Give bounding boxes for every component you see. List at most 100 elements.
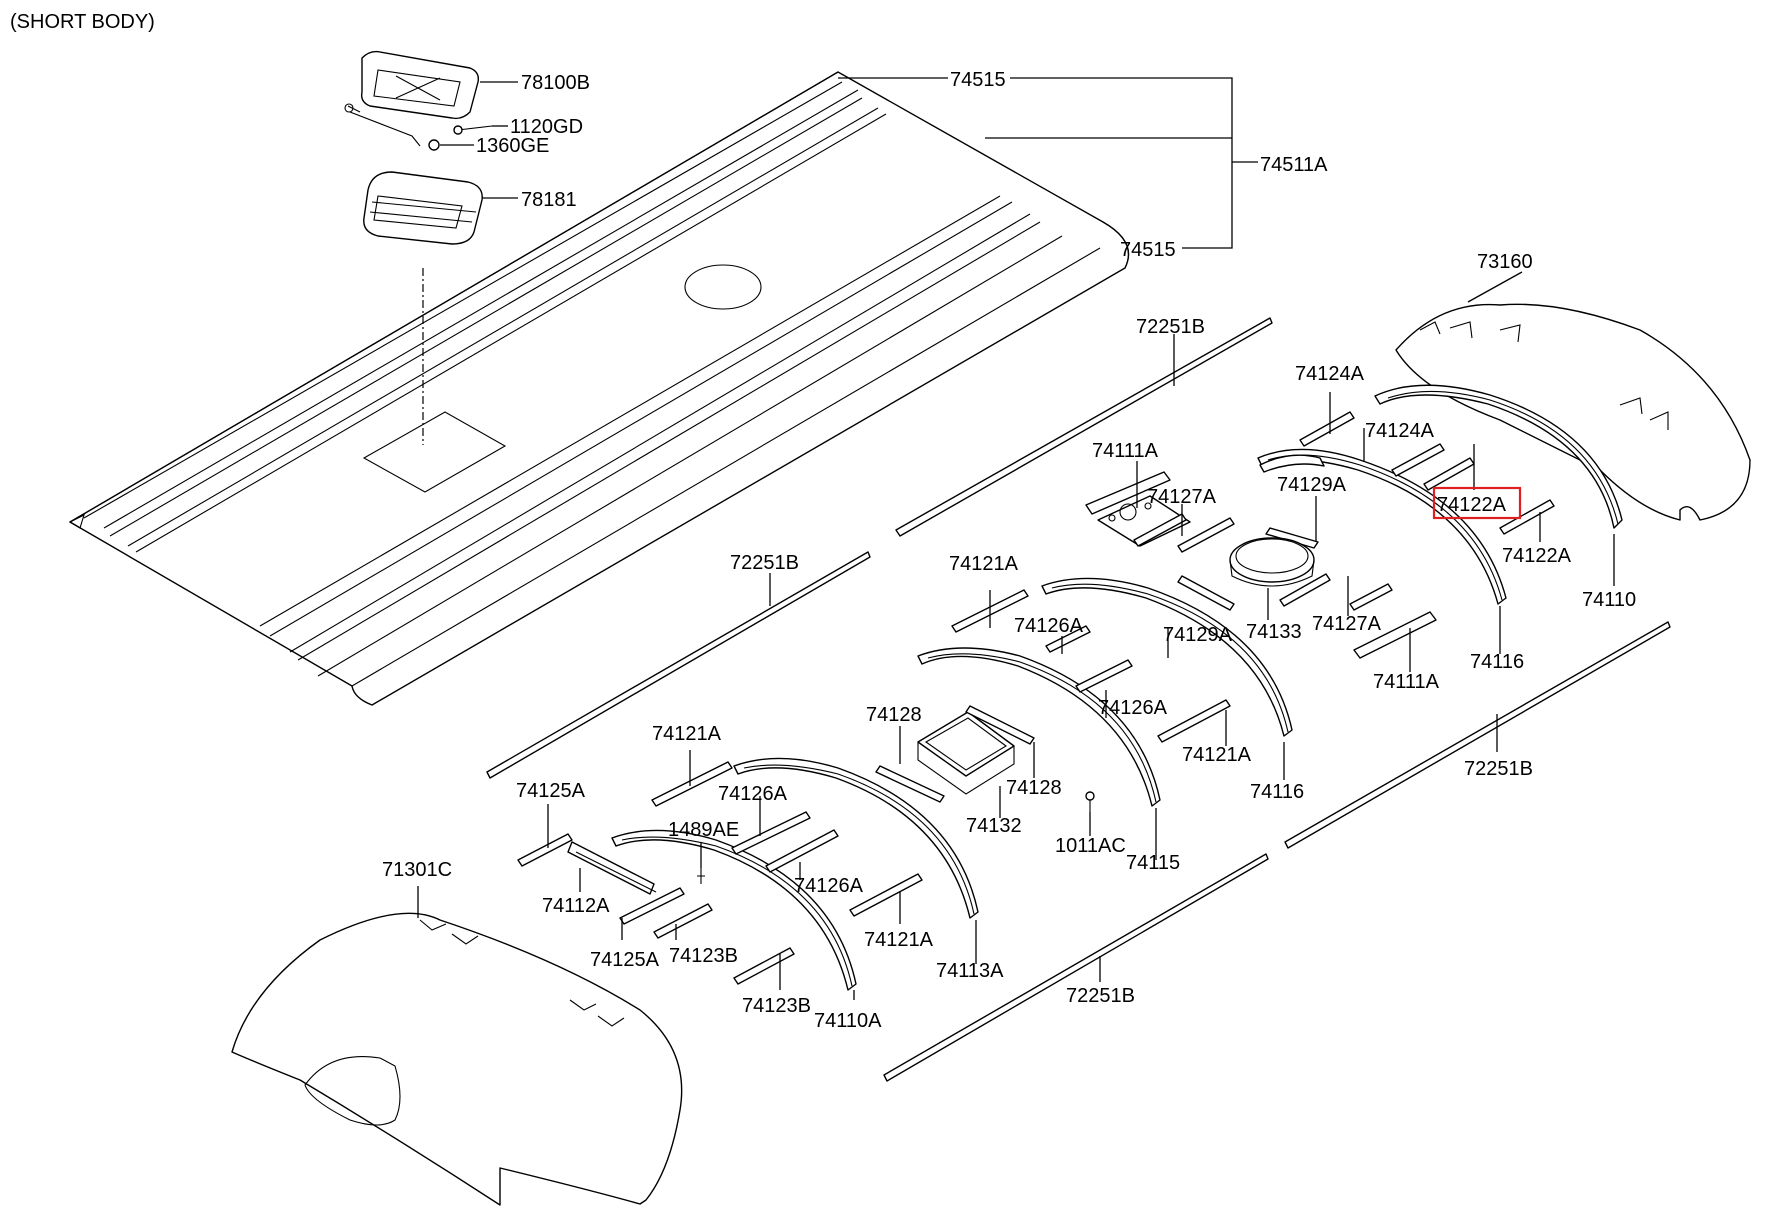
- highlight-box-74122a: [1432, 486, 1522, 520]
- label-73160: 73160: [1477, 251, 1533, 273]
- drip-rail-72251b-right: [1284, 621, 1671, 849]
- roof-bow-74115: [917, 647, 1161, 807]
- diagram-title: (SHORT BODY): [10, 11, 155, 33]
- bracket-74129a-2: [1177, 575, 1235, 611]
- bracket-74126a-3: [731, 811, 811, 855]
- part-labels: 78100B 1120GD 1360GE 78181 74515 74511A …: [382, 69, 1636, 1032]
- bracket-74129a-1: [1265, 527, 1319, 549]
- label-74125a-1: 74125A: [516, 780, 586, 802]
- bracket-74121a-4: [849, 873, 923, 917]
- label-74124a-2: 74124A: [1365, 420, 1435, 442]
- bracket-74127a-1: [1133, 513, 1187, 547]
- hatch-frame-74132: [917, 711, 1015, 795]
- label-74515-top: 74515: [950, 69, 1006, 91]
- label-74110a: 74110A: [814, 1010, 882, 1032]
- roof-bow-74110: [1374, 384, 1623, 529]
- label-74121a-4: 74121A: [864, 929, 934, 951]
- label-72251b-right: 72251B: [1464, 758, 1533, 780]
- vent-ring-74133: [1229, 537, 1315, 587]
- bracket-74111a-upper: [1085, 471, 1191, 547]
- label-74128-2: 74128: [1006, 777, 1062, 799]
- label-74129a-lower: 74129A: [1163, 624, 1233, 646]
- label-74128-1: 74128: [866, 704, 922, 726]
- bracket-74127a-4: [1349, 583, 1393, 611]
- label-74122a-highlighted: 74122A: [1437, 494, 1507, 516]
- label-74121a-3: 74121A: [652, 723, 722, 745]
- label-74110: 74110: [1582, 589, 1636, 611]
- label-78181: 78181: [521, 189, 577, 211]
- label-72251b-lower: 72251B: [1066, 985, 1135, 1007]
- label-74126a-4: 74126A: [794, 875, 864, 897]
- drip-rail-72251b-lower: [883, 853, 1269, 1082]
- roof-panel-74511a: [68, 71, 1130, 706]
- vent-gasket-78181: [363, 171, 483, 245]
- bracket-74124a-1: [1299, 411, 1355, 447]
- label-74113a: 74113A: [936, 960, 1004, 982]
- front-panel-71301c: [231, 912, 683, 1206]
- label-74126a-1: 74126A: [1014, 615, 1084, 637]
- bracket-74125a-1: [517, 833, 573, 867]
- label-71301c: 71301C: [382, 859, 452, 881]
- bracket-74128-2: [875, 765, 945, 803]
- roof-bow-74116-left: [1041, 577, 1293, 737]
- bracket-74111a-lower: [1353, 611, 1437, 659]
- label-74129a-upper: 74129A: [1277, 474, 1347, 496]
- clip-1489ae: [697, 868, 705, 884]
- label-74125a-2: 74125A: [590, 949, 660, 971]
- label-1489ae: 1489AE: [668, 819, 739, 841]
- label-1360ge: 1360GE: [476, 135, 549, 157]
- label-74515-bottom: 74515: [1120, 239, 1176, 261]
- bracket-74127a-2: [1177, 517, 1235, 553]
- label-74116-left: 74116: [1250, 781, 1304, 803]
- leader-lines: [417, 77, 1615, 1000]
- label-74511a: 74511A: [1260, 154, 1328, 176]
- label-74127a-lower: 74127A: [1312, 613, 1382, 635]
- bracket-74128-1: [965, 705, 1035, 745]
- bracket-74121a-2: [1157, 699, 1231, 743]
- bracket-74127a-3: [1279, 573, 1331, 607]
- bracket-74124a-2: [1391, 443, 1445, 477]
- label-74126a-2: 74126A: [1098, 697, 1168, 719]
- label-72251b-left: 72251B: [730, 552, 799, 574]
- label-74132: 74132: [966, 815, 1022, 837]
- bolt-1011ac: [1085, 791, 1095, 812]
- drip-rail-72251b-left: [486, 551, 871, 779]
- label-74115: 74115: [1126, 852, 1180, 874]
- label-74123b-2: 74123B: [742, 995, 811, 1017]
- label-72251b-upper: 72251B: [1136, 316, 1205, 338]
- roof-bow-74129a-upper: [1259, 454, 1325, 473]
- roof-bow-74110a: [611, 829, 857, 991]
- label-74112a: 74112A: [542, 895, 610, 917]
- bracket-74126a-2: [1075, 659, 1133, 693]
- bolt-1120gd: [453, 125, 493, 135]
- drip-rail-72251b-upper: [895, 317, 1273, 537]
- washer-1360ge: [428, 139, 440, 151]
- bracket-74112a: [567, 841, 657, 895]
- bracket-74123b-1: [653, 903, 713, 939]
- bracket-74122a-1: [1423, 457, 1475, 491]
- bracket-74123b-2: [733, 947, 795, 985]
- bracket-74122a-2: [1499, 499, 1555, 535]
- label-74127a-upper: 74127A: [1147, 486, 1217, 508]
- label-74123b-1: 74123B: [669, 945, 738, 967]
- label-74111a-upper: 74111A: [1092, 440, 1159, 462]
- roof-vent-78100b: [344, 50, 480, 147]
- label-74121a-1: 74121A: [949, 553, 1019, 575]
- roof-bow-74113a: [733, 757, 979, 919]
- label-74133: 74133: [1246, 621, 1302, 643]
- label-74121a-2: 74121A: [1182, 744, 1252, 766]
- label-74111a-lower: 74111A: [1373, 671, 1440, 693]
- roof-bow-74116-right: [1257, 448, 1507, 605]
- label-1011ac: 1011AC: [1055, 835, 1126, 857]
- label-74116-right: 74116: [1470, 651, 1524, 673]
- label-78100b: 78100B: [521, 72, 590, 94]
- label-1120gd: 1120GD: [510, 116, 583, 138]
- bracket-74121a-3: [651, 761, 733, 807]
- label-74122a-2: 74122A: [1502, 545, 1572, 567]
- rear-panel-73160: [1395, 303, 1751, 521]
- bracket-74126a-4: [765, 829, 839, 873]
- bracket-74125a-2: [619, 887, 685, 925]
- bracket-74126a-1: [1045, 625, 1091, 653]
- label-74124a-1: 74124A: [1295, 363, 1365, 385]
